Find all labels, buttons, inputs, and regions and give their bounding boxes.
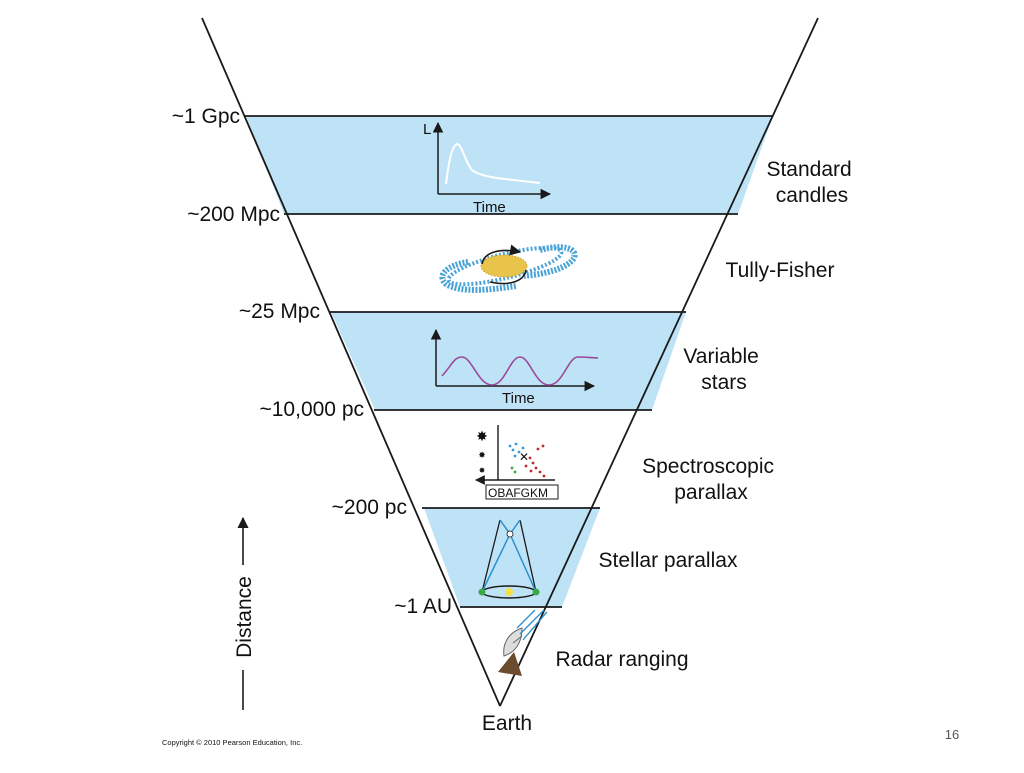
method-standard-candles: Standard candles (766, 158, 857, 207)
inset-light-curve: L Time (423, 121, 552, 216)
inset-hr-diagram: OBAFGKM ✸ ✸ ✸ ✕ (475, 425, 559, 500)
distance-label-25mpc: ~25 Mpc (239, 300, 320, 323)
time-axis-label-candles: Time (473, 199, 506, 216)
star-icon-small: ✸ (479, 466, 486, 475)
earth-position-right (532, 588, 540, 596)
distance-label-1gpc: ~1 Gpc (172, 105, 240, 128)
inset-parallax (478, 519, 540, 599)
inset-variable-curve: Time (430, 328, 599, 407)
method-spectroscopic-parallax: Spectroscopic parallax (642, 455, 780, 504)
method-variable-stars: Variable stars (683, 345, 764, 394)
star-icon: ✸ (478, 450, 486, 460)
band-standard-candles (246, 116, 773, 214)
galaxy-icon (439, 244, 578, 293)
distance-label-10000pc: ~10,000 pc (259, 398, 364, 421)
cone-right-edge (499, 17, 819, 707)
distance-label-200mpc: ~200 Mpc (187, 203, 280, 226)
spectral-class-label: OBAFGKM (488, 486, 548, 500)
distance-label-1au: ~1 AU (394, 595, 452, 618)
distance-label-200pc: ~200 pc (332, 496, 407, 519)
bright-star-icon: ✸ (476, 428, 488, 444)
distance-axis-label: Distance (233, 576, 256, 658)
band-stellar-parallax (424, 508, 600, 607)
sun-icon (505, 588, 513, 596)
slide-number: 16 (945, 727, 959, 742)
time-axis-label-variable: Time (502, 390, 535, 407)
method-tully-fisher: Tully-Fisher (726, 259, 835, 282)
luminosity-axis-label: L (423, 121, 431, 138)
method-radar-ranging: Radar ranging (555, 648, 688, 671)
copyright-notice: Copyright © 2010 Pearson Education, Inc. (162, 738, 302, 747)
cross-marker: ✕ (519, 450, 529, 464)
earth-label: Earth (482, 712, 532, 735)
band-variable-stars (331, 312, 686, 410)
method-stellar-parallax: Stellar parallax (599, 549, 738, 572)
cone-left-edge (201, 17, 501, 707)
earth-position-left (478, 588, 486, 596)
radar-dish-icon (498, 609, 548, 676)
